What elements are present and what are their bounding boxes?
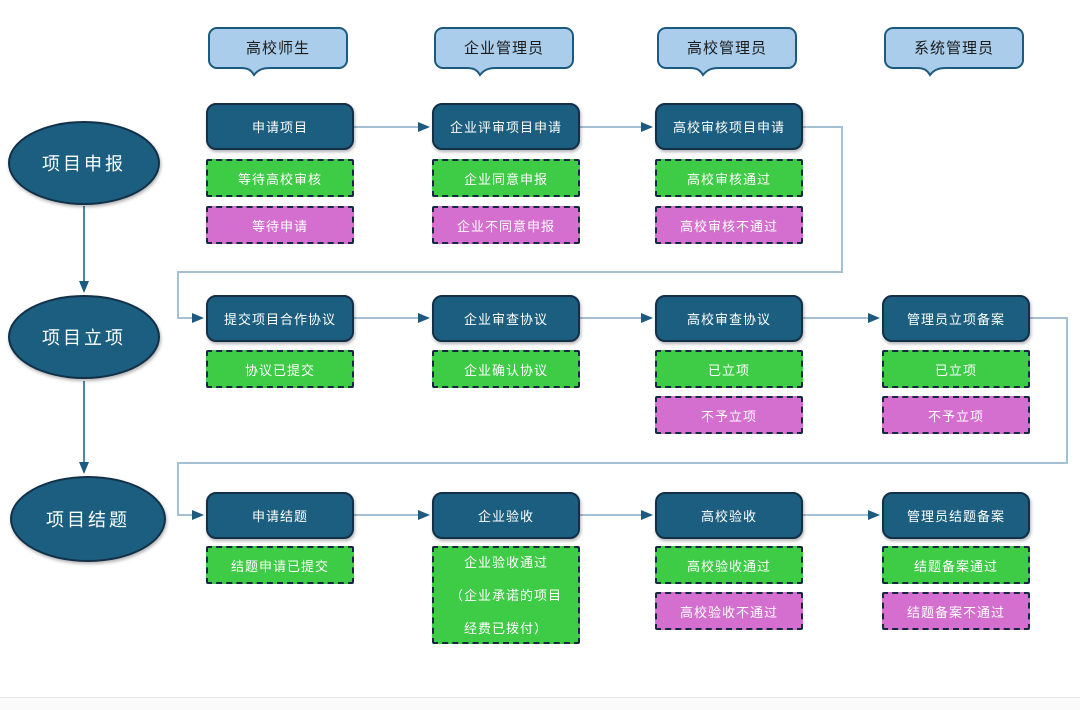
status-project-rejected-university: 不予立项 — [655, 396, 803, 434]
status-label: 企业不同意申报 — [456, 218, 555, 234]
status-label: 高校审核通过 — [686, 171, 771, 187]
process-box-enterprise-check-agreement: 企业审查协议 — [432, 295, 580, 342]
status-conclusion-record-passed: 结题备案通过 — [882, 546, 1030, 584]
status-label: 结题备案不通过 — [906, 604, 1005, 620]
lane-banner-shape — [208, 27, 348, 77]
status-project-approved-university: 已立项 — [655, 350, 803, 388]
status-enterprise-disagree: 企业不同意申报 — [432, 206, 580, 244]
status-university-review-failed: 高校审核不通过 — [655, 206, 803, 244]
status-label: 高校审核不通过 — [679, 218, 778, 234]
status-label: 结题申请已提交 — [230, 558, 329, 574]
process-label: 管理员结题备案 — [906, 509, 1005, 524]
status-conclusion-submitted: 结题申请已提交 — [206, 546, 354, 584]
process-label: 申请结题 — [251, 509, 308, 524]
bottom-page-edge — [0, 697, 1080, 710]
lane-banner-shape — [884, 27, 1024, 77]
status-project-rejected-admin: 不予立项 — [882, 396, 1030, 434]
status-university-review-passed: 高校审核通过 — [655, 159, 803, 197]
process-label: 企业评审项目申请 — [449, 120, 562, 135]
lane-label: 系统管理员 — [913, 40, 994, 57]
process-label: 提交项目合作协议 — [223, 312, 336, 327]
status-waiting-apply: 等待申请 — [206, 206, 354, 244]
lane-header-system-admin: 系统管理员 — [884, 27, 1024, 77]
lane-header-university-staff: 高校师生 — [208, 27, 348, 77]
status-label: 不予立项 — [700, 408, 757, 424]
status-enterprise-confirm-agreement: 企业确认协议 — [432, 350, 580, 388]
process-label: 高校验收 — [700, 509, 757, 524]
status-label: 不予立项 — [927, 408, 984, 424]
phase-oval-conclude: 项目结题 — [10, 476, 166, 562]
process-box-admin-approval-record: 管理员立项备案 — [882, 295, 1030, 342]
phase-oval-declare: 项目申报 — [8, 121, 160, 205]
status-label: 高校验收不通过 — [679, 604, 778, 620]
status-project-approved-admin: 已立项 — [882, 350, 1030, 388]
lane-label: 高校师生 — [245, 40, 310, 57]
status-enterprise-agree: 企业同意申报 — [432, 159, 580, 197]
process-box-apply-project: 申请项目 — [206, 103, 354, 150]
phase-label: 项目结题 — [46, 510, 130, 530]
process-label: 管理员立项备案 — [906, 312, 1005, 327]
process-box-enterprise-review-application: 企业评审项目申请 — [432, 103, 580, 150]
phase-label: 项目申报 — [42, 154, 126, 174]
status-label: 已立项 — [934, 362, 977, 378]
lane-banner-shape — [434, 27, 574, 77]
process-box-submit-agreement: 提交项目合作协议 — [206, 295, 354, 342]
process-label: 企业审查协议 — [463, 312, 548, 327]
status-label: 结题备案通过 — [913, 558, 998, 574]
process-label: 企业验收 — [477, 509, 534, 524]
process-box-admin-conclusion-record: 管理员结题备案 — [882, 492, 1030, 539]
status-agreement-submitted: 协议已提交 — [206, 350, 354, 388]
process-box-university-check-agreement: 高校审查协议 — [655, 295, 803, 342]
status-label: 已立项 — [707, 362, 750, 378]
status-university-acceptance-failed: 高校验收不通过 — [655, 592, 803, 630]
status-label: 等待高校审核 — [237, 171, 322, 187]
status-label: 企业确认协议 — [463, 362, 548, 378]
process-label: 高校审查协议 — [686, 312, 771, 327]
lane-banner-shape — [657, 27, 797, 77]
process-box-apply-conclusion: 申请结题 — [206, 492, 354, 539]
process-box-enterprise-acceptance: 企业验收 — [432, 492, 580, 539]
status-conclusion-record-failed: 结题备案不通过 — [882, 592, 1030, 630]
status-waiting-university-review: 等待高校审核 — [206, 159, 354, 197]
lane-header-enterprise-admin: 企业管理员 — [434, 27, 574, 77]
process-label: 高校审核项目申请 — [672, 120, 785, 135]
lane-label: 企业管理员 — [463, 40, 544, 57]
status-university-acceptance-passed: 高校验收通过 — [655, 546, 803, 584]
status-label: 企业验收通过 （企业承诺的项目 经费已拨付） — [449, 554, 562, 636]
status-label: 协议已提交 — [244, 362, 315, 378]
phase-label: 项目立项 — [42, 328, 126, 348]
process-label: 申请项目 — [251, 120, 308, 135]
status-label: 企业同意申报 — [463, 171, 548, 187]
arrow-row1-to-row2-loop — [177, 126, 843, 323]
process-box-university-acceptance: 高校验收 — [655, 492, 803, 539]
process-box-university-review-application: 高校审核项目申请 — [655, 103, 803, 150]
arrow-row2-to-row3-loop — [177, 317, 1068, 520]
phase-oval-approve: 项目立项 — [8, 295, 160, 379]
lane-label: 高校管理员 — [686, 40, 767, 57]
lane-header-university-admin: 高校管理员 — [657, 27, 797, 77]
status-enterprise-acceptance-passed: 企业验收通过 （企业承诺的项目 经费已拨付） — [432, 546, 580, 644]
status-label: 等待申请 — [251, 218, 308, 234]
status-label: 高校验收通过 — [686, 558, 771, 574]
